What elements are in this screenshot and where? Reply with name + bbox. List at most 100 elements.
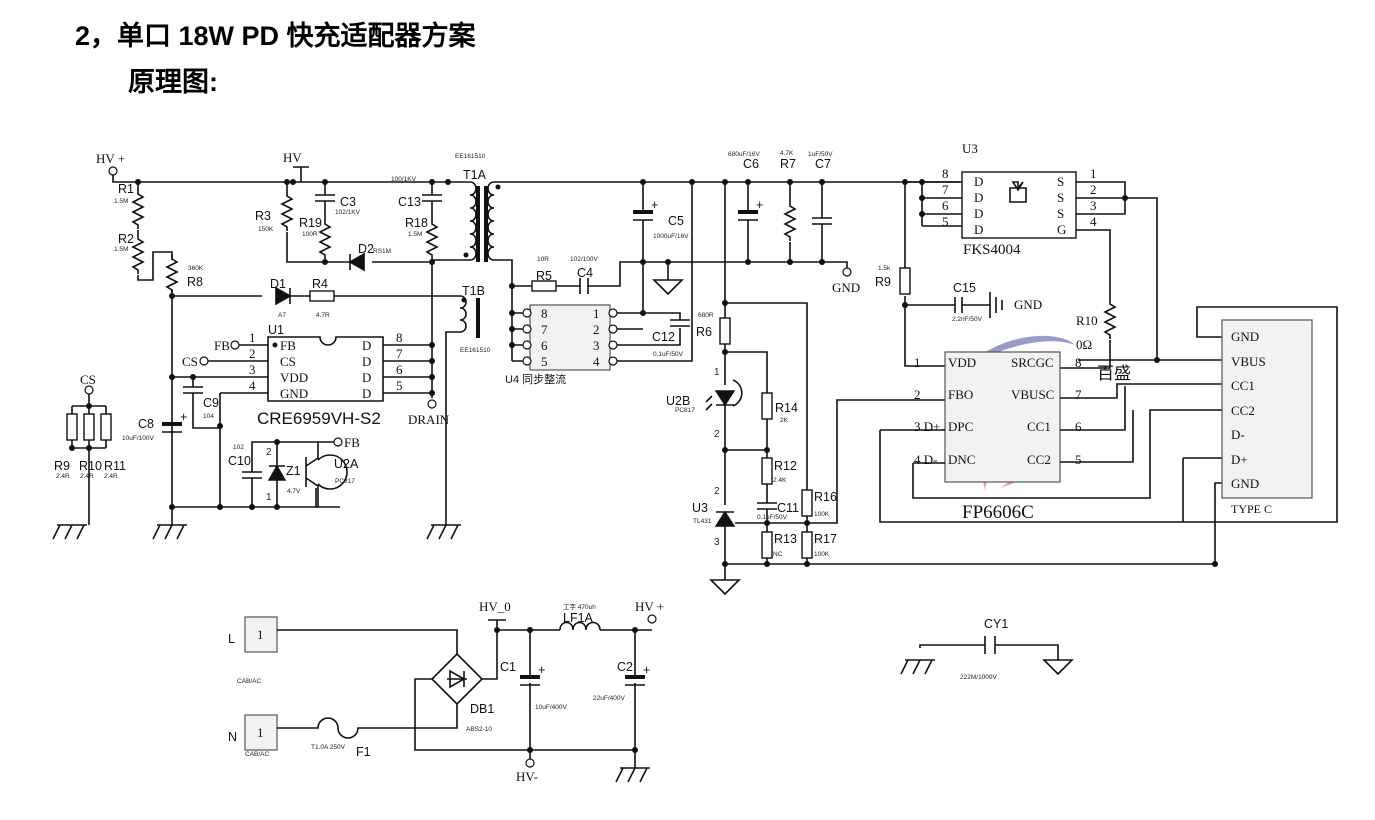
pin-number: 2: [593, 322, 600, 337]
primary-circuit: [52, 166, 960, 540]
ref-label: U1: [268, 323, 284, 337]
pin-name: CC1: [1027, 419, 1051, 434]
pin-number: 2: [714, 486, 720, 497]
value-label: 104: [203, 413, 214, 420]
pin-number: 7: [541, 322, 548, 337]
part-label: FP6606C: [962, 502, 1034, 523]
ref-label: T1B: [462, 284, 485, 298]
value-label: CAB/AC: [237, 678, 262, 685]
pin-number: 1: [714, 367, 720, 378]
pin-name: CS: [280, 354, 296, 369]
pin-name: SRCGC: [1011, 355, 1054, 370]
section-subtitle: 原理图:: [128, 67, 218, 97]
pin-name: VDD: [280, 370, 308, 385]
ref-label: R10: [79, 459, 102, 473]
value-label: 4.7K: [780, 150, 794, 157]
pin-name: D: [974, 190, 983, 205]
ref-label: R12: [774, 459, 797, 473]
value-label: 2.4R: [80, 473, 94, 480]
pin-name: GND: [1231, 329, 1259, 344]
pin-number: 1: [266, 492, 272, 503]
ref-label: R8: [187, 275, 203, 289]
pin-number: 1: [1090, 166, 1097, 181]
ref-label: CY1: [984, 617, 1008, 631]
pin-number: 3 D+: [914, 419, 940, 434]
pin-name: GND: [1231, 476, 1259, 491]
pin-number: 6: [396, 362, 403, 377]
value-label: 100K: [814, 551, 830, 558]
pin-name: S: [1057, 174, 1064, 189]
pin-name: S: [1057, 190, 1064, 205]
pin-number: 2: [1090, 182, 1097, 197]
value-label: 102/100V: [570, 256, 598, 263]
ref-label: D1: [270, 277, 286, 291]
part-label: CRE6959VH-S2: [257, 409, 381, 428]
value-label: 680uF/16V: [728, 151, 760, 158]
pin-name: D: [974, 206, 983, 221]
ref-label: C15: [953, 281, 976, 295]
value-label: 100K: [814, 511, 830, 518]
pin-number: 3: [1090, 198, 1097, 213]
value-label: A7: [278, 312, 286, 319]
pin-number: 8: [396, 330, 403, 345]
value-label: 102/1KV: [335, 209, 361, 216]
pin-number: 2: [914, 387, 921, 402]
ref-label: R19: [299, 216, 322, 230]
value-label: ABS2-10: [466, 726, 492, 733]
value-label: 1000uF/16V: [653, 233, 689, 240]
pin-number: 1: [257, 627, 264, 642]
pin-number: 2: [249, 346, 256, 361]
pin-number: 2: [714, 429, 720, 440]
net-label: FB: [344, 435, 360, 450]
pin-number: 8: [541, 306, 548, 321]
value-label: 2.4R: [56, 473, 70, 480]
ref-label: R4: [312, 277, 328, 291]
pin-number: 1: [257, 725, 264, 740]
pin-name: CC2: [1231, 403, 1255, 418]
value-label: 2.4K: [773, 477, 787, 484]
ref-label: C8: [138, 417, 154, 431]
ref-label: R9: [875, 275, 891, 289]
component-labels: HV + R1 1.5M R2 1.5M 360K R8 HV R3 150K …: [54, 141, 1272, 784]
value-label: 10R: [537, 256, 549, 263]
pin-name: D-: [1231, 427, 1245, 442]
value-label: NC: [773, 551, 783, 558]
pin-number: 1: [249, 330, 256, 345]
value-label: 2K: [780, 417, 789, 424]
net-label: HV +: [96, 151, 125, 166]
net-label: DRAIN: [408, 412, 450, 427]
value-label: 0.1uF/50V: [757, 514, 788, 521]
pin-number: 8: [1075, 355, 1082, 370]
net-label: HV +: [635, 599, 664, 614]
ref-label: R18: [405, 216, 428, 230]
ref-label: C11: [777, 501, 799, 515]
value-label: 1.5M: [408, 231, 422, 238]
pin-number: 4: [249, 378, 256, 393]
pin-number: 4 D-: [914, 452, 937, 467]
ref-label: R10: [1076, 313, 1098, 328]
ref-label: DB1: [470, 702, 494, 716]
value-label: PC817: [675, 407, 695, 414]
pin-name: CC1: [1231, 378, 1255, 393]
pin-number: 2: [266, 447, 272, 458]
ref-label: R1: [118, 182, 134, 196]
net-label: HV_0: [479, 599, 511, 614]
ref-label: R16: [814, 490, 837, 504]
ref-label: U3: [962, 141, 978, 156]
pin-number: 6: [541, 338, 548, 353]
net-label: GND: [1014, 297, 1042, 312]
ref-label: C12: [652, 330, 675, 344]
part-label: TYPE C: [1231, 502, 1272, 516]
part-label: FKS4004: [963, 242, 1021, 258]
pin-number: 6: [1075, 419, 1082, 434]
pin-name: D: [974, 222, 983, 237]
pin-name: VBUS: [1231, 354, 1266, 369]
ref-label: R3: [255, 209, 271, 223]
ref-label: C10: [228, 454, 251, 468]
pin-number: 7: [396, 346, 403, 361]
ref-label: R11: [104, 459, 126, 473]
ref-label: LF1A: [563, 611, 594, 625]
pin-number: 5: [942, 214, 949, 229]
value-label: 4.7V: [287, 488, 301, 495]
